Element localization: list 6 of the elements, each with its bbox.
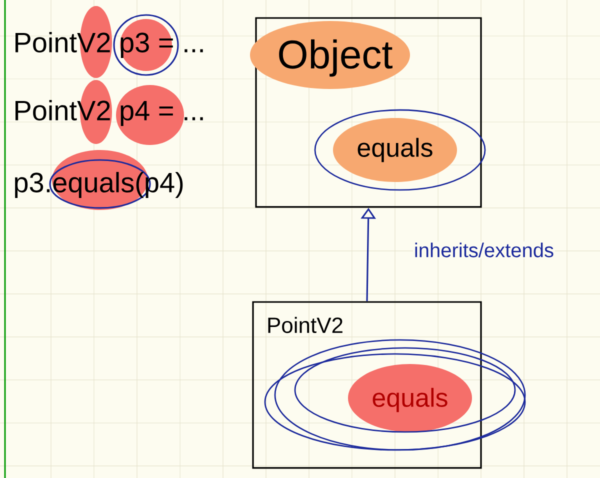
method-name: equals	[358, 138, 432, 162]
class-box	[252, 301, 482, 469]
class-name: Object	[279, 39, 392, 77]
class-name: PointV2	[268, 316, 342, 334]
edge-label: inherits/extends	[415, 242, 554, 258]
method-name: equals	[372, 388, 448, 412]
